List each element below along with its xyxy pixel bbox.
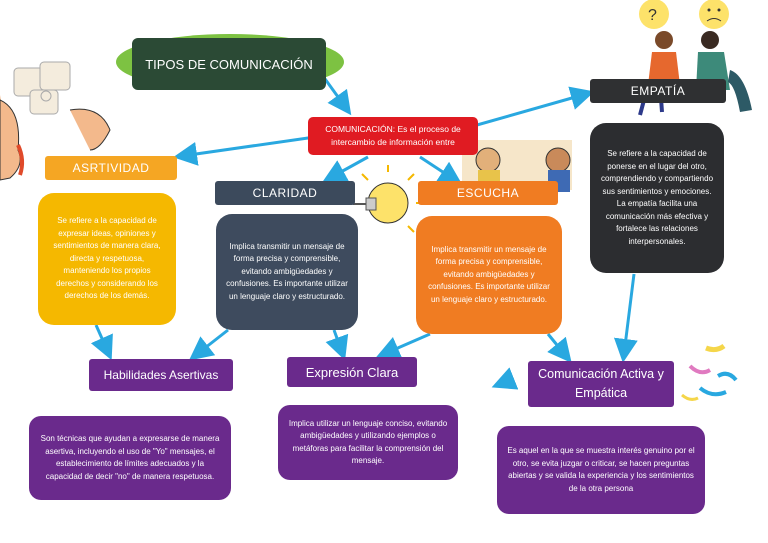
confetti-decoration [681,343,738,401]
empatia-card: Se refiere a la capacidad de ponerse en … [590,123,724,273]
definition-box: COMUNICACIÓN: Es el proceso de intercamb… [308,117,478,155]
escucha-card: Implica transmitir un mensaje de forma p… [416,216,562,334]
habilidades-card: Son técnicas que ayudan a expresarse de … [29,416,231,500]
escucha-header: ESCUCHA [418,181,558,205]
expresion-text: Implica utilizar un lenguaje conciso, ev… [288,418,448,466]
lightbulb-illustration [353,165,424,233]
comunicacion-text: Es aquel en la que se muestra interés ge… [507,446,695,493]
empatia-header: EMPATÍA [590,79,726,103]
asertividad-header: ASRTIVIDAD [45,156,177,180]
page-title: TIPOS DE COMUNICACIÓN [145,56,313,72]
expresion-header-label: Expresión Clara [305,364,399,380]
svg-text:?: ? [648,7,657,24]
claridad-card: Implica transmitir un mensaje de forma p… [216,214,358,330]
empatia-text: Se refiere a la capacidad de ponerse en … [600,149,714,246]
asertividad-header-label: ASRTIVIDAD [72,161,150,175]
asertividad-card: Se refiere a la capacidad de expresar id… [38,193,176,325]
asertividad-text: Se refiere a la capacidad de expresar id… [53,216,161,301]
claridad-header: CLARIDAD [215,181,355,205]
expresion-card: Implica utilizar un lenguaje conciso, ev… [278,405,458,480]
comunicacion-header-label: Comunicación Activa y Empática [538,367,664,400]
claridad-text: Implica transmitir un mensaje de forma p… [226,241,348,301]
claridad-header-label: CLARIDAD [252,186,318,200]
empatia-header-label: EMPATÍA [630,84,686,98]
habilidades-header: Habilidades Asertivas [89,359,233,391]
habilidades-header-label: Habilidades Asertivas [103,368,219,382]
escucha-text: Implica transmitir un mensaje de forma p… [428,244,550,304]
comunicacion-header: Comunicación Activa y Empática [528,361,674,407]
expresion-header: Expresión Clara [287,357,417,387]
habilidades-text: Son técnicas que ayudan a expresarse de … [40,434,220,481]
escucha-header-label: ESCUCHA [456,186,520,200]
puzzle-heads-illustration [0,61,111,181]
definition-text: COMUNICACIÓN: Es el proceso de intercamb… [325,124,461,147]
title-box: TIPOS DE COMUNICACIÓN [132,38,326,90]
comunicacion-card: Es aquel en la que se muestra interés ge… [497,426,705,514]
